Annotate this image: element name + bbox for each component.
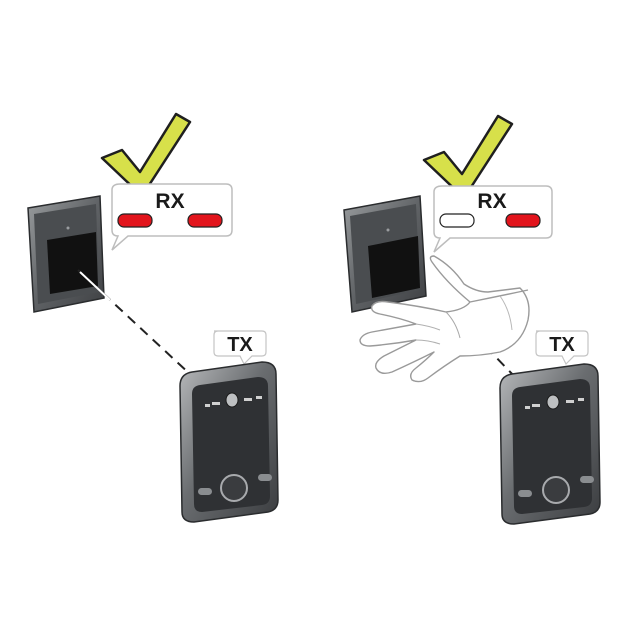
rx-device [27,195,105,313]
tx-callout: TX [213,330,267,366]
tx-button-icon [220,474,248,502]
rx-led-1 [117,213,153,228]
tx-device [179,361,279,523]
rx-led-2 [187,213,223,228]
rx-label: RX [155,190,184,213]
tx-label: TX [227,334,253,356]
tx-button-icon [542,476,570,504]
rx-led-2 [505,213,541,228]
tx-callout: TX [535,330,589,366]
left-panel: RX TX [27,112,279,523]
tx-label: TX [549,334,575,356]
rx-callout: RX [111,183,233,251]
right-panel: RX TX [343,114,601,525]
tx-device [499,363,601,525]
rx-callout: RX [433,185,553,253]
rx-device [343,195,427,313]
rx-label: RX [477,190,506,213]
rx-led-1 [439,213,475,228]
hand-icon [359,255,530,383]
